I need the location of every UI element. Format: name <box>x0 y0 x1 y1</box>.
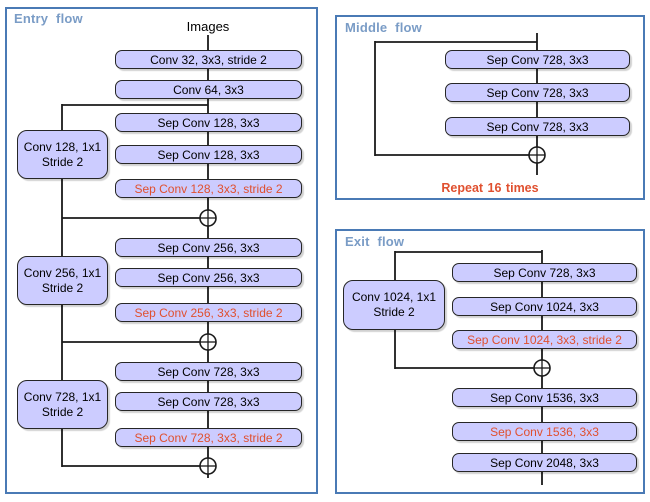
middle-sepconv728-box-3: Sep Conv 728, 3x3 <box>445 117 630 136</box>
exit-sepconv1536-box-2: Sep Conv 1536, 3x3 <box>452 422 637 441</box>
entry-sepconv256-box-1: Sep Conv 256, 3x3 <box>115 238 302 257</box>
input-images-label: Images <box>186 19 230 34</box>
add-icon <box>199 457 217 475</box>
add-icon <box>199 209 217 227</box>
exit-sepconv1024-stride-box: Sep Conv 1024, 3x3, stride 2 <box>452 330 637 349</box>
entry-sepconv128-box-2: Sep Conv 128, 3x3 <box>115 145 302 164</box>
add-icon <box>199 333 217 351</box>
sidebox-line2: Stride 2 <box>41 154 84 169</box>
entry-sepconv128-stride-box: Sep Conv 128, 3x3, stride 2 <box>115 179 302 198</box>
middle-sepconv728-box-1: Sep Conv 728, 3x3 <box>445 50 630 69</box>
entry-sepconv128-box-1: Sep Conv 128, 3x3 <box>115 113 302 132</box>
sidebox-line1: Conv 1024, 1x1 <box>351 290 437 304</box>
entry-sepconv256-box-2: Sep Conv 256, 3x3 <box>115 268 302 287</box>
exit-sepconv1024-box: Sep Conv 1024, 3x3 <box>452 297 637 316</box>
entry-sepconv256-stride-box: Sep Conv 256, 3x3, stride 2 <box>115 303 302 322</box>
exit-sepconv728-box: Sep Conv 728, 3x3 <box>452 263 637 282</box>
middle-flow-title: Middle flow <box>345 20 422 35</box>
add-icon <box>528 146 546 164</box>
entry-shortcut-conv256-box: Conv 256, 1x1 Stride 2 <box>17 256 108 305</box>
entry-sepconv728-box-2: Sep Conv 728, 3x3 <box>115 392 302 411</box>
entry-sepconv728-box-1: Sep Conv 728, 3x3 <box>115 362 302 381</box>
entry-conv64-box: Conv 64, 3x3 <box>115 80 302 99</box>
sidebox-line2: Stride 2 <box>41 280 84 295</box>
sidebox-line1: Conv 728, 1x1 <box>23 389 102 404</box>
exit-flow-title: Exit flow <box>345 234 405 249</box>
sidebox-line1: Conv 128, 1x1 <box>23 139 102 154</box>
exit-sepconv2048-box: Sep Conv 2048, 3x3 <box>452 453 637 472</box>
entry-flow-title: Entry flow <box>14 11 83 26</box>
sidebox-line2: Stride 2 <box>373 305 415 319</box>
exit-shortcut-conv1024-box: Conv 1024, 1x1 Stride 2 <box>343 280 445 330</box>
entry-conv32-box: Conv 32, 3x3, stride 2 <box>115 50 302 69</box>
sidebox-line1: Conv 256, 1x1 <box>23 265 102 280</box>
entry-shortcut-conv728-box: Conv 728, 1x1 Stride 2 <box>17 380 108 429</box>
exit-sepconv1536-box-1: Sep Conv 1536, 3x3 <box>452 388 637 407</box>
repeat-16-times-label: Repeat 16 times <box>441 181 539 195</box>
middle-flow-panel <box>335 15 645 200</box>
middle-sepconv728-box-2: Sep Conv 728, 3x3 <box>445 83 630 102</box>
sidebox-line2: Stride 2 <box>41 404 84 419</box>
entry-sepconv728-stride-box: Sep Conv 728, 3x3, stride 2 <box>115 428 302 447</box>
add-icon <box>533 359 551 377</box>
entry-shortcut-conv128-box: Conv 128, 1x1 Stride 2 <box>17 130 108 179</box>
